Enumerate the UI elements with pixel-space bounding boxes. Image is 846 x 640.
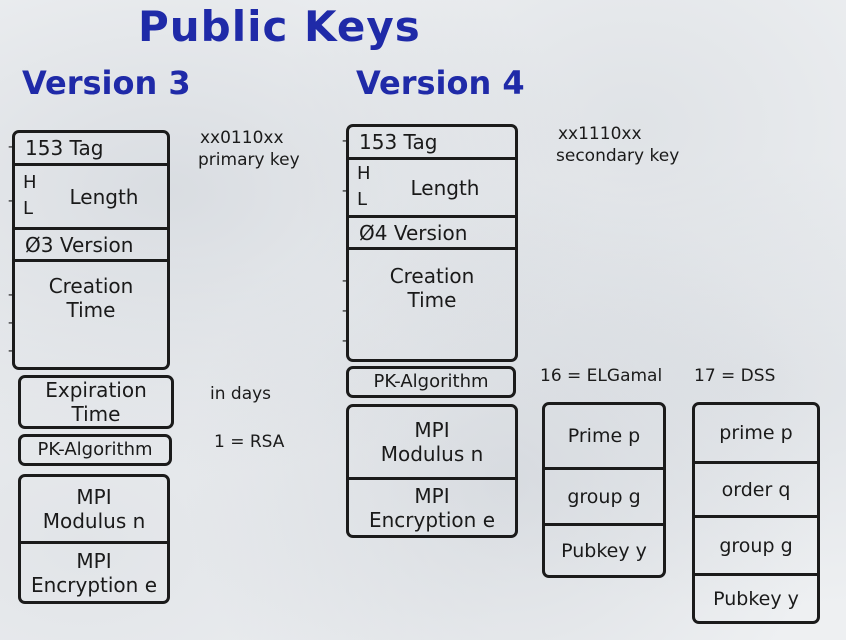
v4-mpi-modulus-field: MPI Modulus n (349, 407, 515, 477)
v4-creation-label-2: Time (407, 288, 457, 312)
v3-tag-field: 153 Tag (15, 133, 167, 163)
v4-version-label: Ø4 Version (359, 220, 468, 245)
v4-length-high-label: H (357, 163, 371, 184)
dss-field-group: group g (695, 515, 817, 573)
v4-creation-time-field: Creation Time (349, 247, 515, 359)
v4-version-field: Ø4 Version (349, 215, 515, 247)
v4-mpi-modulus-label-2: Modulus n (380, 442, 484, 466)
v3-mpi-modulus-field: MPI Modulus n (21, 477, 167, 541)
v3-length-label: Length (69, 184, 139, 209)
v3-header-packet: 153 Tag H L Length Ø3 Version Creation T… (12, 130, 170, 370)
dss-pubkey-label: Pubkey y (713, 587, 799, 610)
version4-title: Version 4 (356, 64, 525, 102)
elgamal-field-pubkey: Pubkey y (545, 523, 663, 575)
dss-field-order: order q (695, 461, 817, 515)
dss-label: 17 = DSS (694, 366, 776, 386)
elgamal-field-prime: Prime p (545, 405, 663, 467)
version3-title: Version 3 (22, 64, 191, 102)
v4-tag-desc-note: secondary key (556, 146, 680, 166)
v3-tag-desc-note: primary key (198, 150, 300, 170)
elgamal-group-label: group g (567, 485, 641, 508)
v4-creation-label-1: Creation (389, 264, 475, 288)
v3-length-high-label: H (23, 172, 37, 193)
v3-tag-bits-note: xx0110xx (200, 128, 284, 148)
dss-field-pubkey: Pubkey y (695, 573, 817, 621)
elgamal-prime-label: Prime p (567, 425, 641, 447)
v3-creation-label-2: Time (66, 298, 116, 322)
v4-tag-bits-note: xx1110xx (558, 124, 642, 144)
v4-pk-algorithm-label: PK-Algorithm (373, 371, 489, 392)
v3-algo-note: 1 = RSA (214, 432, 285, 452)
elgamal-label: 16 = ELGamal (540, 366, 663, 386)
v3-mpi-encryption-field: MPI Encryption e (21, 541, 167, 601)
v3-pk-algorithm-cell: PK-Algorithm (21, 437, 169, 463)
v3-length-low-label: L (23, 198, 34, 219)
v3-pk-algorithm-label: PK-Algorithm (37, 439, 153, 460)
v3-expiration-label-1: Expiration (45, 378, 147, 402)
v3-expiration-note: in days (210, 384, 272, 404)
dss-prime-label: prime p (719, 422, 793, 444)
v3-mpi-block: MPI Modulus n MPI Encryption e (18, 474, 170, 604)
v4-pk-algorithm-cell: PK-Algorithm (349, 369, 513, 395)
v3-version-label: Ø3 Version (25, 232, 134, 257)
elgamal-field-group: group g (545, 467, 663, 523)
dss-group-label: group g (719, 534, 793, 557)
v4-mpi-block: MPI Modulus n MPI Encryption e (346, 404, 518, 538)
v4-length-field: H L Length (349, 157, 515, 215)
page-title: Public Keys (138, 2, 421, 51)
v4-header-packet: 153 Tag H L Length Ø4 Version Creation T… (346, 124, 518, 362)
dss-block: prime p order q group g Pubkey y (692, 402, 820, 624)
v3-mpi-modulus-label-1: MPI (76, 485, 112, 509)
v4-pk-algorithm-field: PK-Algorithm (346, 366, 516, 398)
v3-expiration-field: Expiration Time (18, 375, 174, 429)
v3-creation-label-1: Creation (48, 274, 134, 298)
v4-tag-label: 153 Tag (359, 130, 438, 154)
v3-mpi-encryption-label-1: MPI (76, 548, 112, 573)
v3-mpi-modulus-label-2: Modulus n (42, 509, 146, 533)
v4-mpi-encryption-label-1: MPI (414, 483, 450, 508)
v3-expiration-label-2: Time (71, 402, 121, 426)
dss-field-prime: prime p (695, 405, 817, 461)
v4-tag-field: 153 Tag (349, 127, 515, 157)
v3-version-field: Ø3 Version (15, 227, 167, 259)
v4-mpi-encryption-field: MPI Encryption e (349, 477, 515, 535)
v3-creation-time-field: Creation Time (15, 259, 167, 367)
v3-mpi-encryption-label-2: Encryption e (30, 572, 158, 597)
v3-length-field: H L Length (15, 163, 167, 227)
elgamal-pubkey-label: Pubkey y (561, 539, 647, 562)
v4-length-label: Length (410, 175, 480, 200)
v3-pk-algorithm-field: PK-Algorithm (18, 434, 172, 466)
v3-tag-label: 153 Tag (25, 136, 104, 160)
elgamal-block: Prime p group g Pubkey y (542, 402, 666, 578)
v4-length-low-label: L (357, 189, 368, 210)
v4-mpi-encryption-label-2: Encryption e (368, 507, 496, 532)
dss-order-label: order q (721, 478, 791, 501)
v3-expiration-cell: Expiration Time (21, 378, 171, 426)
v4-mpi-modulus-label-1: MPI (414, 418, 450, 442)
